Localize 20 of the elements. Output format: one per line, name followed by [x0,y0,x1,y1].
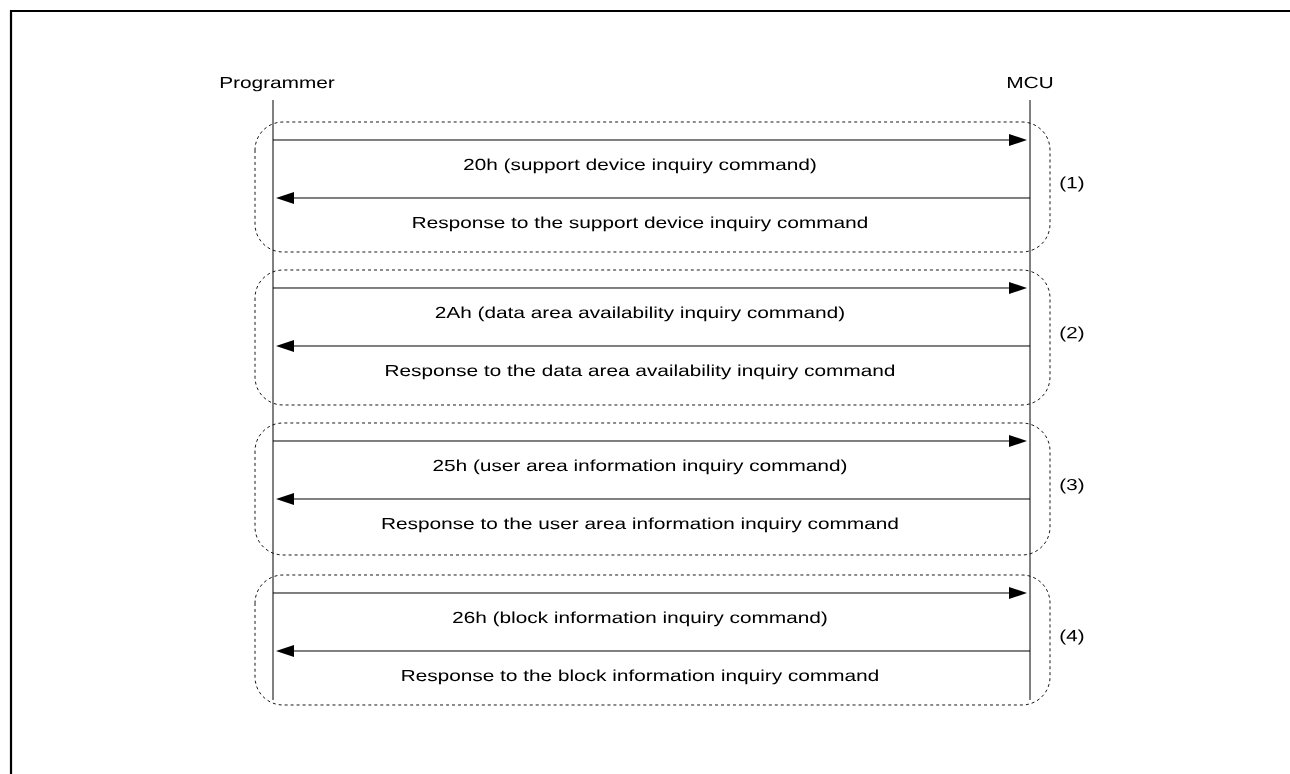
edge-label: Response to the user area information inquiry command [382,517,898,533]
edge-label: 26h (block information inquiry command) [453,611,827,627]
edge-label: 20h (support device inquiry command) [464,158,816,174]
edge-label: Response to the data area availability inquiry command [386,364,895,380]
edge-label: 2Ah (data area availability inquiry command) [435,306,844,322]
arrow [272,587,1027,599]
lifeline [1029,99,1031,701]
arrow [276,340,1031,352]
arrow [272,134,1027,146]
lifeline-label: Programmer [220,77,335,92]
arrow [272,435,1027,447]
edge-label: Response to the block information inquiry command [402,669,878,685]
arrow [272,282,1027,294]
lifeline-label: MCU [1008,76,1053,89]
edge-label: Response to the support device inquiry command [413,216,867,232]
arrow [276,645,1031,657]
lifeline [272,99,274,701]
arrow [276,192,1031,204]
edge-label: 25h (user area information inquiry command) [433,459,847,475]
arrow [276,493,1031,505]
